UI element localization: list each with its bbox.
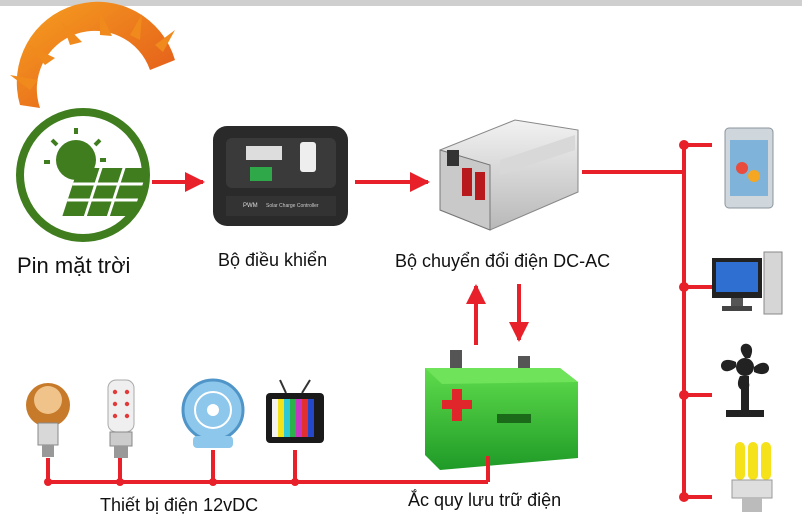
computer-icon — [712, 251, 783, 315]
fan-icon — [720, 343, 770, 417]
solar-panel-icon — [16, 108, 150, 242]
sun-rays-logo — [10, 1, 175, 109]
inverter-label: Bộ chuyển đổi điện DC-AC — [395, 251, 611, 271]
controller-label: Bộ điều khiển — [218, 250, 328, 270]
solar-panel-label: Pin mặt trời — [17, 253, 131, 278]
dc-devices-label: Thiết bị điện 12vDC — [100, 495, 259, 515]
cfl-bulb-icon — [731, 442, 773, 512]
led-bulb-icon — [26, 383, 70, 457]
wire-junctions — [44, 140, 689, 502]
inverter-icon — [439, 119, 579, 231]
corn-bulb-icon — [107, 379, 135, 458]
battery-label: Ắc quy lưu trữ điện — [408, 490, 562, 510]
charge-controller-icon: PWM Solar Charge Controller — [213, 126, 348, 226]
wiring — [46, 143, 712, 500]
controller-model-text: Solar Charge Controller — [266, 203, 319, 209]
desk-fan-icon — [181, 378, 245, 448]
battery-icon — [425, 350, 578, 470]
refrigerator-icon — [724, 127, 774, 209]
controller-brand-text: PWM — [243, 203, 258, 209]
tv-icon — [266, 379, 324, 443]
